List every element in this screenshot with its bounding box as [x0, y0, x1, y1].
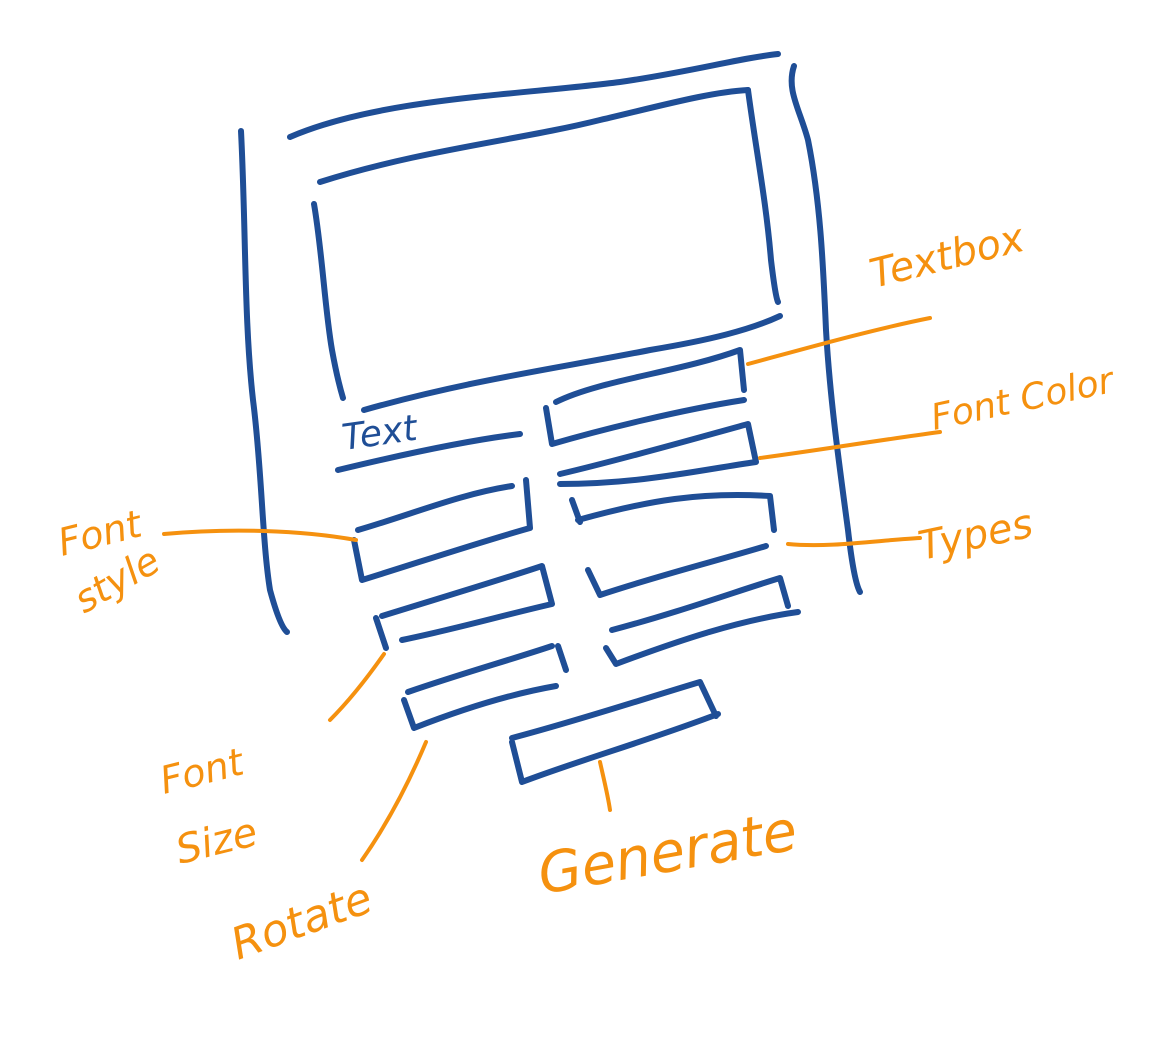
- font-color-input[interactable]: [557, 421, 759, 487]
- generate-callout-line: [598, 760, 612, 812]
- font-size-callout-line: [328, 652, 386, 722]
- types-annotation: Types: [915, 501, 1038, 570]
- font-color-annotation: Font Color: [927, 360, 1119, 439]
- textbox-input-bottom[interactable]: [543, 397, 747, 447]
- font-size-annotation-line1: Font: [156, 739, 250, 803]
- rotate-callout-line: [360, 740, 428, 862]
- types-callout-line: [786, 536, 922, 548]
- text-label-underline: [335, 431, 523, 473]
- types-input[interactable]: [569, 492, 777, 598]
- font-size-input[interactable]: [373, 563, 555, 651]
- textbox-callout-line: [746, 316, 932, 366]
- frame-left-edge: [238, 128, 290, 635]
- frame-top-edge: [287, 51, 781, 140]
- font-style-callout-line: [162, 528, 358, 542]
- preview-canvas-top: [317, 87, 751, 185]
- frame-right-edge: [788, 63, 863, 595]
- preview-canvas-left: [311, 201, 346, 401]
- rotate-input[interactable]: [401, 643, 569, 731]
- preview-canvas-right: [745, 87, 781, 305]
- generate-button[interactable]: [509, 679, 721, 785]
- preview-canvas-bottom: [361, 313, 783, 413]
- textbox-input-top[interactable]: [553, 347, 747, 405]
- font-color-callout-line: [758, 430, 942, 460]
- rotate-annotation: Rotate: [224, 872, 379, 970]
- font-size-annotation-line2: Size: [171, 809, 262, 873]
- textbox-annotation: Textbox: [865, 215, 1029, 298]
- generate-annotation: Generate: [533, 798, 802, 907]
- font-style-input[interactable]: [351, 477, 533, 583]
- lower-right-input[interactable]: [603, 575, 801, 667]
